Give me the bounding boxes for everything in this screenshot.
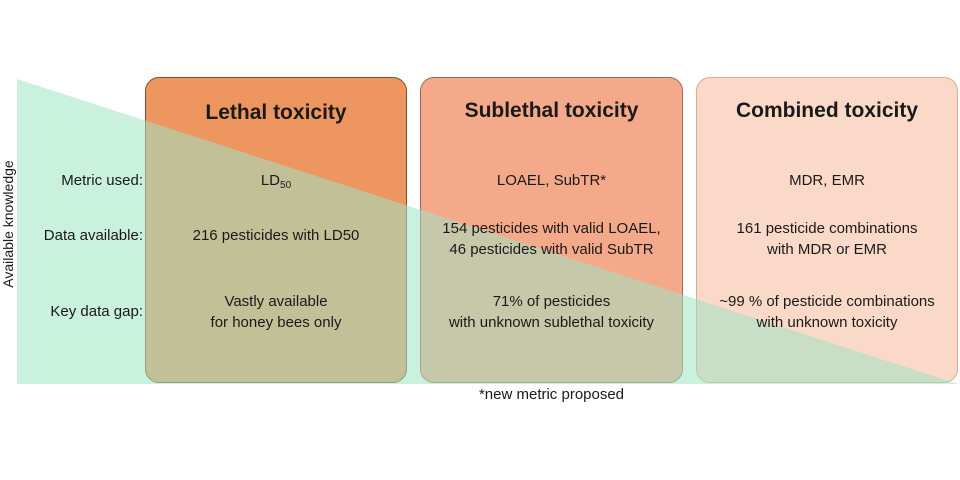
lethal-gap-line-2: for honey bees only — [210, 314, 342, 331]
combined-toxicity-title: Combined toxicity — [735, 99, 919, 122]
combined-data-available: 161 pesticide combinations with MDR or E… — [696, 218, 958, 260]
lethal-data-available: 216 pesticides with LD50 — [145, 225, 407, 246]
row-label-key-data-gap: Key data gap: — [50, 303, 143, 320]
combined-data-line-1: 161 pesticide combinations — [736, 220, 918, 237]
combined-key-gap: ~99 % of pesticide combinations with unk… — [686, 291, 960, 333]
footnote: *new metric proposed — [478, 386, 625, 403]
combined-gap-line-1: ~99 % of pesticide combinations — [719, 293, 935, 310]
lethal-data-line-1: 216 pesticides with LD50 — [192, 227, 360, 244]
lethal-metric-base: LD — [260, 172, 281, 189]
lethal-gap-line-1: Vastly available — [224, 293, 328, 310]
combined-gap-line-2: with unknown toxicity — [756, 314, 898, 331]
sublethal-data-line-1: 154 pesticides with valid LOAEL, — [442, 220, 661, 237]
lethal-key-gap: Vastly available for honey bees only — [145, 291, 407, 333]
row-label-metric-used: Metric used: — [61, 172, 143, 189]
lethal-metric: LD50 — [145, 170, 407, 196]
row-label-data-available: Data available: — [43, 227, 143, 244]
sublethal-gap-line-2: with unknown sublethal toxicity — [448, 314, 655, 331]
sublethal-gap-line-1: 71% of pesticides — [492, 293, 611, 310]
lethal-metric-subscript: 50 — [280, 180, 292, 191]
sublethal-data-line-2: 46 pesticides with valid SubTR — [449, 241, 654, 258]
combined-metric: MDR, EMR — [789, 172, 865, 189]
sublethal-metric: LOAEL, SubTR* — [496, 172, 607, 189]
combined-data-line-2: with MDR or EMR — [766, 241, 887, 258]
sublethal-toxicity-title: Sublethal toxicity — [464, 99, 639, 122]
sublethal-data-available: 154 pesticides with valid LOAEL, 46 pest… — [420, 218, 683, 260]
lethal-toxicity-title: Lethal toxicity — [205, 101, 347, 124]
available-knowledge-axis-label: Available knowledge — [0, 160, 16, 288]
sublethal-key-gap: 71% of pesticides with unknown sublethal… — [420, 291, 683, 333]
